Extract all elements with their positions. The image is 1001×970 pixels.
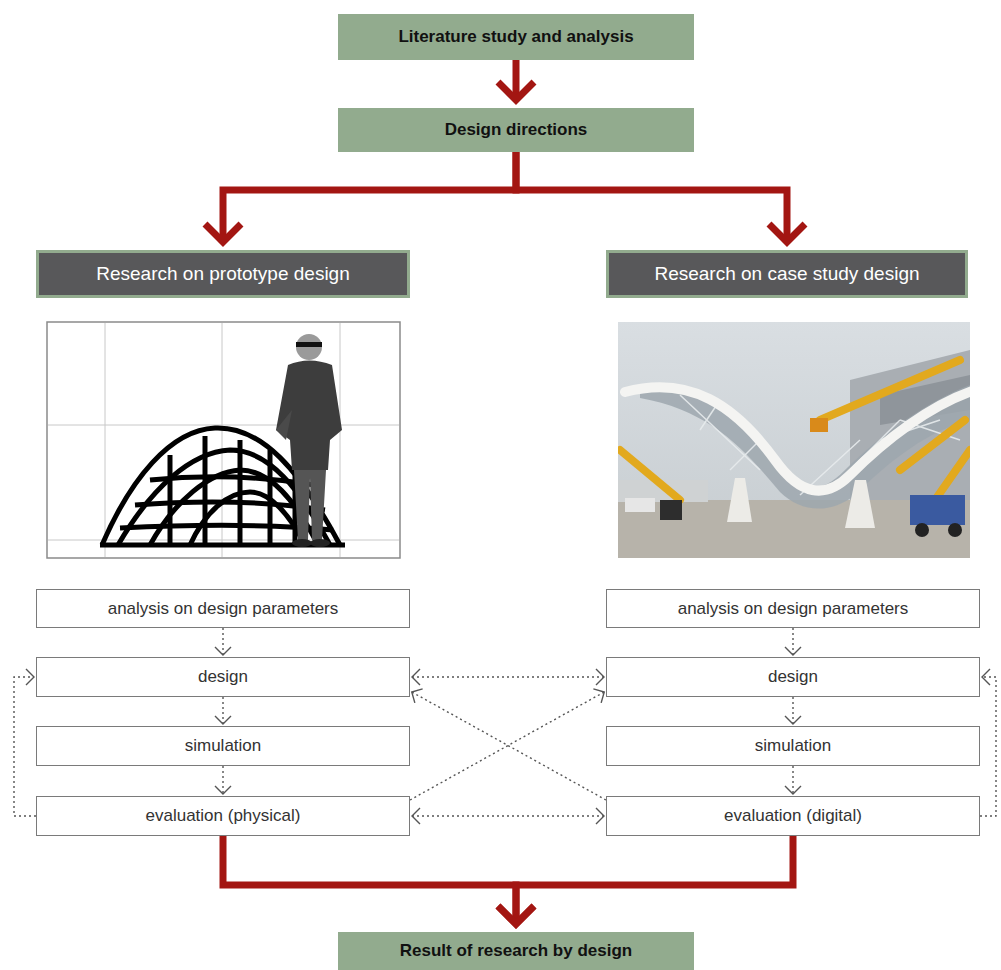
feedback-arrow xyxy=(412,669,604,685)
process-box: design xyxy=(36,657,410,697)
box-label: evaluation (physical) xyxy=(146,806,301,826)
process-box: analysis on design parameters xyxy=(36,589,410,628)
box-label: Research on case study design xyxy=(654,263,919,285)
box-label: simulation xyxy=(185,736,262,756)
flow-arrow xyxy=(498,60,534,100)
feedback-arrow xyxy=(785,697,801,724)
process-box: design xyxy=(606,657,980,697)
track-header: Research on prototype design xyxy=(36,250,410,298)
feedback-arrow xyxy=(785,766,801,794)
process-box: analysis on design parameters xyxy=(606,589,980,628)
box-label: Literature study and analysis xyxy=(398,27,633,47)
feedback-arrow xyxy=(980,669,996,816)
flow-arrow xyxy=(516,152,805,242)
feedback-arrow xyxy=(215,628,231,655)
process-box: simulation xyxy=(36,726,410,766)
feedback-arrow xyxy=(412,689,606,800)
stage-box: Design directions xyxy=(338,108,694,152)
box-label: analysis on design parameters xyxy=(678,599,909,619)
box-label: evaluation (digital) xyxy=(724,806,862,826)
stage-box: Result of research by design xyxy=(338,932,694,970)
box-label: design xyxy=(768,667,818,687)
feedback-arrow xyxy=(215,697,231,724)
human-figure xyxy=(276,334,342,547)
track-header: Research on case study design xyxy=(606,250,968,298)
box-label: simulation xyxy=(755,736,832,756)
process-box: simulation xyxy=(606,726,980,766)
box-label: design xyxy=(198,667,248,687)
box-label: Result of research by design xyxy=(400,941,632,961)
process-box: evaluation (physical) xyxy=(36,796,410,836)
flow-arrow xyxy=(498,836,793,924)
flow-arrow xyxy=(205,152,516,242)
box-label: Design directions xyxy=(445,120,588,140)
feedback-arrow xyxy=(14,669,36,816)
feedback-arrow xyxy=(785,628,801,655)
box-label: analysis on design parameters xyxy=(108,599,339,619)
feedback-arrow xyxy=(215,766,231,794)
process-box: evaluation (digital) xyxy=(606,796,980,836)
stage-box: Literature study and analysis xyxy=(338,14,694,60)
flow-arrow xyxy=(223,836,534,924)
box-label: Research on prototype design xyxy=(96,263,350,285)
feedback-arrow xyxy=(412,808,604,824)
